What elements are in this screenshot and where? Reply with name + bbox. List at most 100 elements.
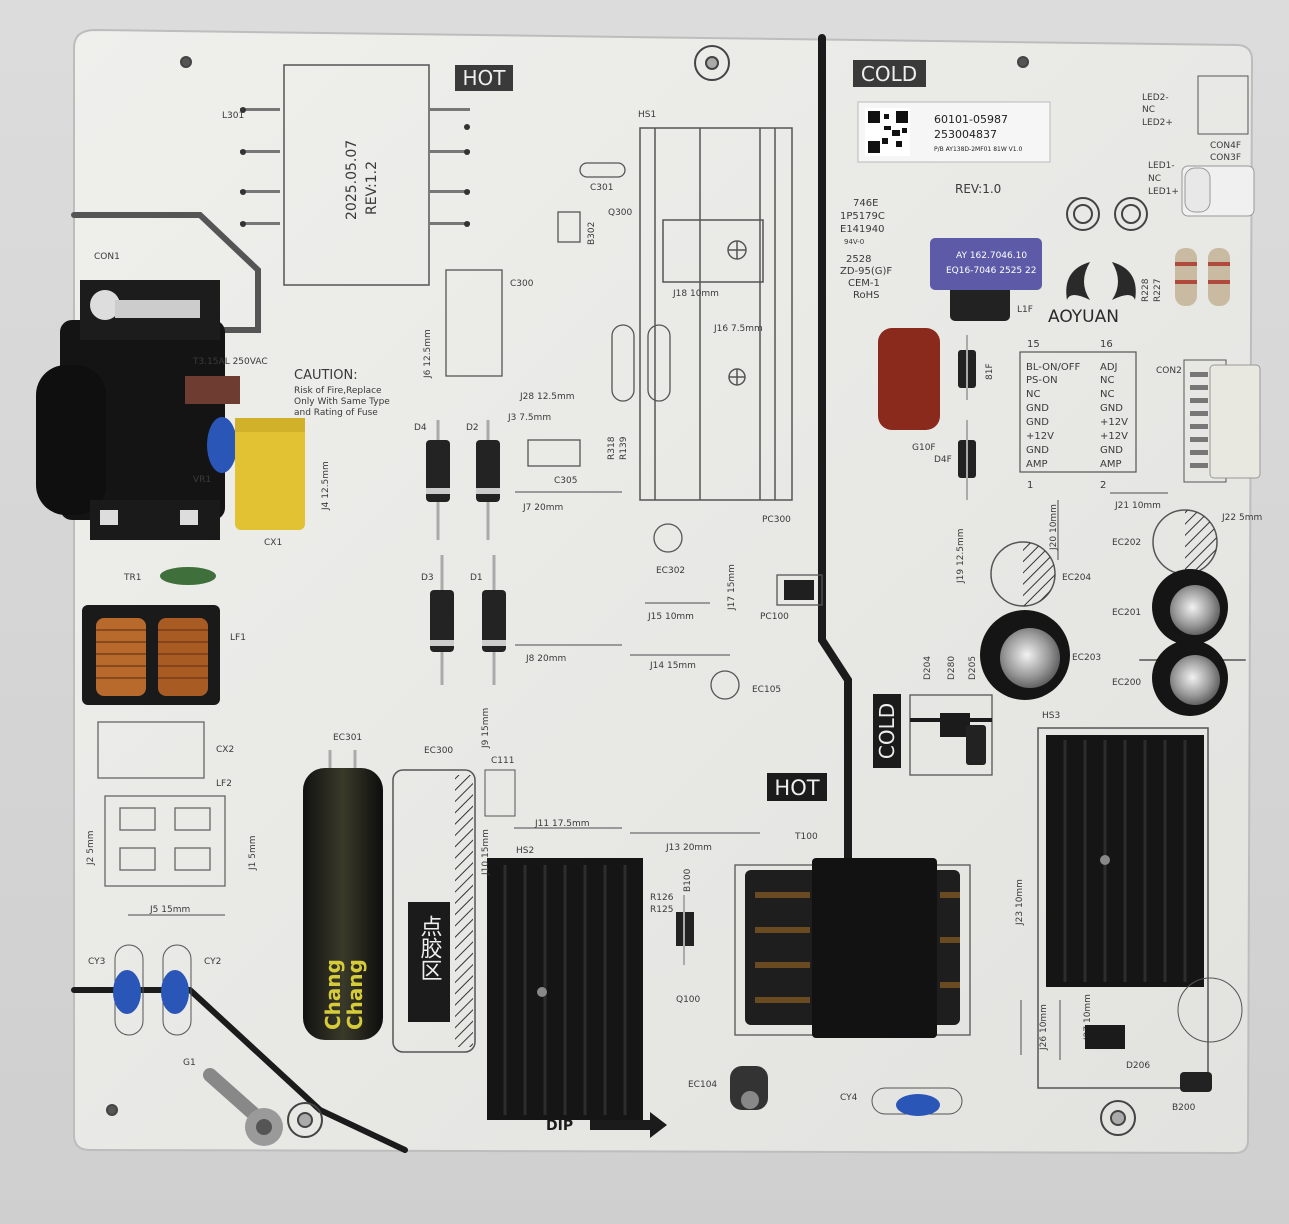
svg-text:2025.05.07: 2025.05.07 (344, 140, 360, 220)
ac-inlet-con1: CON1 (36, 252, 240, 540)
svg-text:R227: R227 (1153, 279, 1163, 302)
svg-text:EC202: EC202 (1112, 538, 1141, 548)
heatsink-hs1-footprint (639, 127, 793, 501)
refdes-cx2: CX2 (216, 745, 234, 755)
refdes-d206: D206 (1126, 1061, 1150, 1071)
bead-b200 (1180, 1072, 1212, 1092)
choke-lf1: LF1 (82, 605, 246, 705)
svg-text:+12V: +12V (1100, 431, 1128, 442)
svg-text:J20 10mm: J20 10mm (1049, 504, 1059, 551)
svg-text:GND: GND (1100, 403, 1123, 414)
mounting-holes (106, 45, 1148, 1138)
svg-text:D2: D2 (466, 423, 479, 433)
svg-text:J27 10mm: J27 10mm (1083, 994, 1093, 1041)
svg-text:LED2+: LED2+ (1142, 118, 1173, 128)
refdes-lf2: LF2 (216, 779, 232, 789)
inductor-l1f: AY 162.7046.10 EQ16-7046 2525 22 L1F (930, 238, 1042, 321)
refdes-tr1: TR1 (123, 573, 141, 583)
svg-text:HS2: HS2 (516, 846, 534, 856)
svg-text:HOT: HOT (463, 66, 507, 90)
optocoupler-pc100 (784, 580, 814, 600)
refdes-q300: Q300 (608, 208, 633, 218)
y-capacitors-cy2-cy3: CY3 CY2 (88, 944, 221, 1036)
svg-text:J1 5mm: J1 5mm (248, 835, 258, 871)
svg-text:J4 12.5mm: J4 12.5mm (321, 461, 331, 511)
svg-text:P/B AY138D-2MF01 81W V1.0: P/B AY138D-2MF01 81W V1.0 (934, 146, 1022, 153)
svg-text:CAUTION:: CAUTION: (294, 368, 358, 383)
ec205-footprint (1177, 977, 1243, 1043)
varistor-vr1 (207, 417, 237, 473)
svg-text:B100: B100 (683, 868, 693, 892)
svg-text:R228: R228 (1141, 278, 1151, 302)
dip-marker: DIP (546, 1112, 667, 1138)
svg-text:J10 15mm: J10 15mm (481, 829, 491, 876)
svg-text:D1: D1 (470, 573, 483, 583)
svg-text:J3 7.5mm: J3 7.5mm (507, 413, 551, 423)
svg-text:G10F: G10F (912, 443, 936, 453)
refdes-b200: B200 (1172, 1103, 1196, 1113)
resistors-r227-r228: R228 R227 (1141, 248, 1230, 306)
svg-text:2528: 2528 (846, 254, 871, 265)
refdes-c301: C301 (590, 183, 613, 193)
refdes-c300: C300 (510, 279, 534, 289)
svg-text:J19 12.5mm: J19 12.5mm (956, 528, 966, 584)
svg-text:81F: 81F (985, 363, 995, 380)
svg-text:J23 10mm: J23 10mm (1015, 879, 1025, 926)
svg-text:NC: NC (1148, 174, 1161, 184)
cold-side-diodes: D4F 81F (934, 335, 995, 500)
transformer-l301-footprint: 2025.05.07 REV:1.2 L301 (222, 64, 470, 286)
svg-text:NC: NC (1142, 105, 1155, 115)
svg-text:GND: GND (1026, 417, 1049, 428)
svg-text:CY4: CY4 (840, 1093, 858, 1103)
svg-text:LED2-: LED2- (1142, 93, 1169, 103)
svg-text:GND: GND (1100, 445, 1123, 456)
hot-side-small-parts: R126 R125 B100 Q100 EC104 (650, 868, 768, 1110)
svg-text:CEM-1: CEM-1 (848, 278, 880, 289)
electrolytic-capacitor-ec301: Chang Chang EC301 (303, 733, 383, 1040)
refdes-c305: C305 (554, 476, 577, 486)
lf2-footprint (104, 795, 226, 887)
svg-text:EC104: EC104 (688, 1080, 717, 1090)
svg-text:60101-05987: 60101-05987 (934, 113, 1008, 126)
svg-text:COLD: COLD (875, 703, 899, 759)
svg-text:J11 17.5mm: J11 17.5mm (534, 819, 590, 829)
connector-con2: CON2 (1156, 359, 1261, 483)
svg-text:D280: D280 (947, 656, 957, 680)
svg-text:LED1+: LED1+ (1148, 187, 1179, 197)
zone-hot-label: HOT (455, 65, 513, 91)
refdes-c111: C111 (491, 756, 514, 766)
svg-text:EQ16-7046 2525 22: EQ16-7046 2525 22 (946, 266, 1036, 276)
svg-text:AY 162.7046.10: AY 162.7046.10 (956, 251, 1027, 261)
svg-text:J16 7.5mm: J16 7.5mm (713, 324, 763, 334)
svg-text:BL-ON/OFF: BL-ON/OFF (1026, 362, 1080, 373)
svg-text:G1: G1 (183, 1058, 196, 1068)
svg-text:CON4F: CON4F (1210, 141, 1241, 151)
svg-text:Only With Same Type: Only With Same Type (294, 397, 390, 407)
svg-text:NC: NC (1100, 389, 1114, 400)
caution-block: CAUTION: Risk of Fire,Replace Only With … (294, 368, 390, 418)
svg-text:J18 10mm: J18 10mm (672, 289, 719, 299)
svg-text:253004837: 253004837 (934, 128, 997, 141)
svg-text:Q100: Q100 (676, 995, 701, 1005)
svg-text:J7 20mm: J7 20mm (522, 503, 563, 513)
refdes-r318: R318 (607, 436, 617, 460)
svg-text:746E: 746E (853, 198, 878, 209)
refdes-vr1: VR1 (193, 475, 211, 485)
svg-text:and Rating of Fuse: and Rating of Fuse (294, 408, 378, 418)
transformer-t100: T100 (734, 832, 971, 1038)
svg-text:Chang: Chang (321, 959, 345, 1030)
svg-text:15: 15 (1027, 339, 1040, 350)
refdes-pc300: PC300 (762, 515, 791, 525)
svg-text:94V-0: 94V-0 (844, 238, 864, 246)
jumper-labels: J7 20mm J8 20mm J14 15mm J15 10mm J11 17… (86, 289, 1262, 1051)
svg-text:J21 10mm: J21 10mm (1114, 501, 1161, 511)
svg-text:T100: T100 (794, 832, 818, 842)
svg-text:L1F: L1F (1017, 305, 1033, 315)
svg-text:J26 10mm: J26 10mm (1039, 1004, 1049, 1051)
refdes-r139: R139 (619, 436, 629, 460)
svg-text:EC201: EC201 (1112, 608, 1141, 618)
led-connectors: LED2- NC LED2+ LED1- NC LED1+ CON4F CON3… (1142, 75, 1255, 217)
part-number-sticker: 60101-05987 253004837 P/B AY138D-2MF01 8… (857, 101, 1051, 163)
